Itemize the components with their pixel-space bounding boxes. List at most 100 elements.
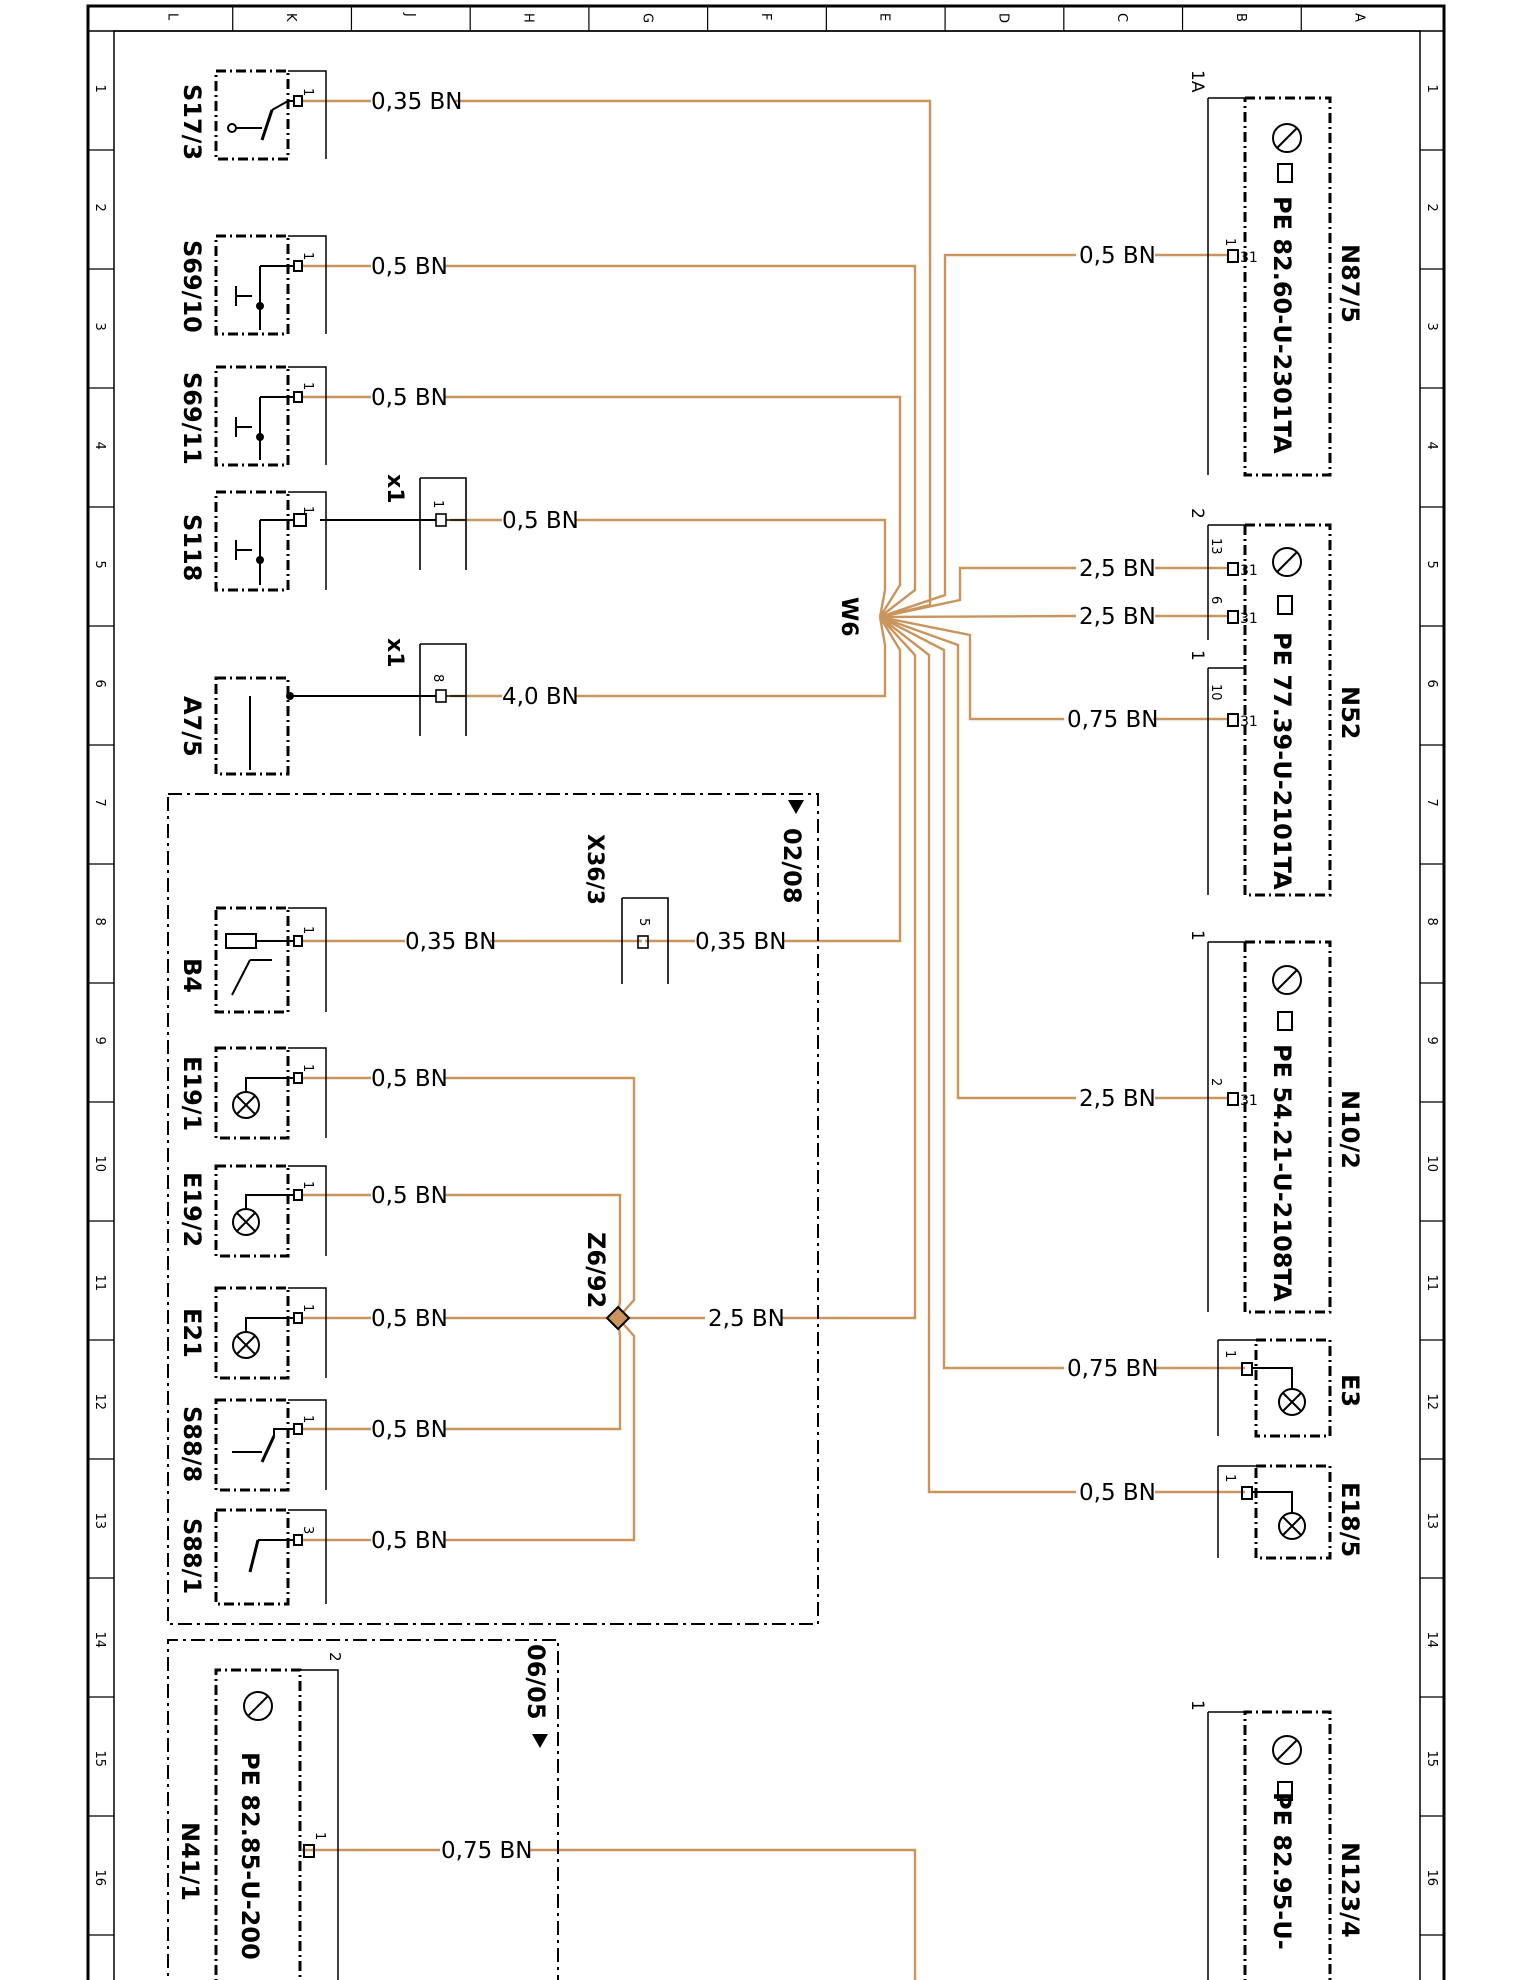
left-component-labels: S17/3 S69/10 S69/11 S118 A7/5 B4 E19/1 E… bbox=[178, 84, 206, 1594]
column-label: D bbox=[995, 13, 1010, 23]
label-n87-5: N87/5 bbox=[1336, 244, 1364, 323]
wire-e18 bbox=[879, 616, 1076, 1494]
group-box-2 bbox=[167, 1639, 559, 1980]
pin-s17-3: 1 bbox=[300, 88, 315, 96]
pin-s69-11: 1 bbox=[300, 382, 315, 390]
pin-x1-a: 1 bbox=[430, 500, 445, 508]
pin-e18-5: 1 bbox=[1222, 1474, 1237, 1482]
conn-n52-b: 1 bbox=[1187, 650, 1207, 661]
row-label: 3 bbox=[92, 323, 107, 331]
term-n10-2: 31 bbox=[1240, 1093, 1258, 1109]
label-e3: E3 bbox=[1336, 1374, 1364, 1407]
wire-n52-b bbox=[879, 614, 1077, 619]
component-n41-1 bbox=[214, 1668, 339, 1980]
label-e19-1: E19/1 bbox=[178, 1056, 206, 1131]
row-label: 14 bbox=[1424, 1632, 1439, 1649]
pe-n52: PE 77.39-U-2101TA bbox=[1268, 632, 1296, 890]
pin-n41-1: 1 bbox=[312, 1832, 327, 1840]
column-label: H bbox=[521, 13, 536, 23]
conn-n41-1: 2 bbox=[326, 1652, 344, 1662]
pin-n87-5: 1 bbox=[1222, 238, 1237, 246]
pin-s88-1: 3 bbox=[300, 1526, 315, 1534]
right-components bbox=[1207, 96, 1332, 1980]
label-s88-8: S88/8 bbox=[178, 1406, 206, 1482]
component-s88-1 bbox=[214, 1508, 327, 1606]
term-n52-a: 31 bbox=[1240, 563, 1258, 579]
row-label: 4 bbox=[1424, 442, 1439, 450]
conn-n52-a: 2 bbox=[1187, 508, 1207, 519]
wire-label-s88-8: 0,5 BN bbox=[371, 1417, 448, 1443]
pin-e21: 1 bbox=[300, 1304, 315, 1312]
wire-z6-b bbox=[782, 616, 917, 1320]
wire-label-n52-c: 0,75 BN bbox=[1067, 707, 1159, 733]
wire-n10 bbox=[879, 615, 1076, 1100]
pin-x36-3: 5 bbox=[636, 918, 651, 926]
left-pin-labels: 1 1 1 1 1 1 1 1 1 3 bbox=[300, 88, 315, 1534]
z6-92-label: Z6/92 bbox=[582, 1232, 610, 1308]
wire-label-b4-b: 0,35 BN bbox=[695, 929, 787, 955]
row-label: 10 bbox=[92, 1156, 107, 1173]
column-label: J bbox=[402, 12, 417, 17]
component-s88-8 bbox=[214, 1398, 327, 1492]
row-label: 6 bbox=[92, 680, 107, 688]
row-label: 12 bbox=[92, 1394, 107, 1411]
label-s88-1: S88/1 bbox=[178, 1518, 206, 1594]
pin-x1-b: 8 bbox=[430, 674, 445, 682]
row-label: 5 bbox=[1424, 561, 1439, 569]
column-label: G bbox=[639, 13, 654, 23]
pin-e19-2: 1 bbox=[300, 1181, 315, 1189]
wire-e3 bbox=[879, 615, 1064, 1370]
wire-e19-1-b bbox=[445, 1076, 636, 1319]
label-x1-a: x1 bbox=[382, 474, 407, 504]
conn-n87-5: 1A bbox=[1187, 70, 1207, 93]
wire-label-n10: 2,5 BN bbox=[1079, 1086, 1156, 1112]
row-label: 9 bbox=[92, 1037, 107, 1045]
wire-label-s118: 0,5 BN bbox=[502, 508, 579, 534]
row-label: 15 bbox=[1424, 1751, 1439, 1768]
right-component-labels: N87/5 PE 82.60-U-2301TA 1A 1 31 N52 PE 7… bbox=[1187, 70, 1364, 1950]
component-e21 bbox=[214, 1286, 327, 1380]
component-e18-5 bbox=[1217, 1464, 1332, 1560]
component-e19-1 bbox=[214, 1046, 327, 1140]
wire-label-z6: 2,5 BN bbox=[708, 1306, 785, 1332]
row-label: 6 bbox=[1424, 680, 1439, 688]
column-label: B bbox=[1233, 13, 1248, 22]
row-label: 11 bbox=[1424, 1275, 1439, 1292]
component-n123-4 bbox=[1207, 1710, 1332, 1980]
pin-b4: 1 bbox=[300, 926, 315, 934]
row-label: 14 bbox=[92, 1632, 107, 1649]
pe-n87-5: PE 82.60-U-2301TA bbox=[1268, 196, 1296, 454]
component-e3 bbox=[1217, 1338, 1332, 1438]
pin-s69-10: 1 bbox=[300, 252, 315, 260]
pin-n10-2: 2 bbox=[1208, 1078, 1223, 1086]
group-box-labels: 02/08 06/05 Z6/92 bbox=[522, 828, 806, 1720]
column-label: L bbox=[164, 13, 179, 21]
term-n52-c: 31 bbox=[1240, 714, 1258, 730]
row-label: 9 bbox=[1424, 1037, 1439, 1045]
group-boxes bbox=[167, 793, 819, 1980]
column-label: F bbox=[758, 13, 773, 20]
wire-label-e19-1: 0,5 BN bbox=[371, 1066, 448, 1092]
wire-label-s17-3: 0,35 BN bbox=[371, 89, 463, 115]
row-label: 15 bbox=[92, 1751, 107, 1768]
wire-label-e19-2: 0,5 BN bbox=[371, 1183, 448, 1209]
wire-label-s88-1: 0,5 BN bbox=[371, 1528, 448, 1554]
row-label: 2 bbox=[1424, 204, 1439, 212]
component-a7-5 bbox=[214, 676, 294, 776]
wire-b4-d bbox=[783, 616, 902, 943]
wire-label-s69-10: 0,5 BN bbox=[371, 254, 448, 280]
pe-n41-1: PE 82.85-U-200 bbox=[236, 1752, 264, 1960]
label-n123-4: N123/4 bbox=[1336, 1842, 1364, 1938]
row-ticks bbox=[88, 149, 1444, 1936]
wire-s69-11-b bbox=[445, 395, 902, 618]
row-label: 2 bbox=[92, 204, 107, 212]
row-label: 1 bbox=[1424, 85, 1439, 93]
pin-n52-a: 13 bbox=[1208, 538, 1223, 555]
component-n10-2 bbox=[1207, 940, 1332, 1314]
row-label: 8 bbox=[1424, 918, 1439, 926]
component-s118 bbox=[214, 490, 327, 592]
component-n52 bbox=[1207, 523, 1332, 897]
row-label: 7 bbox=[92, 799, 107, 807]
